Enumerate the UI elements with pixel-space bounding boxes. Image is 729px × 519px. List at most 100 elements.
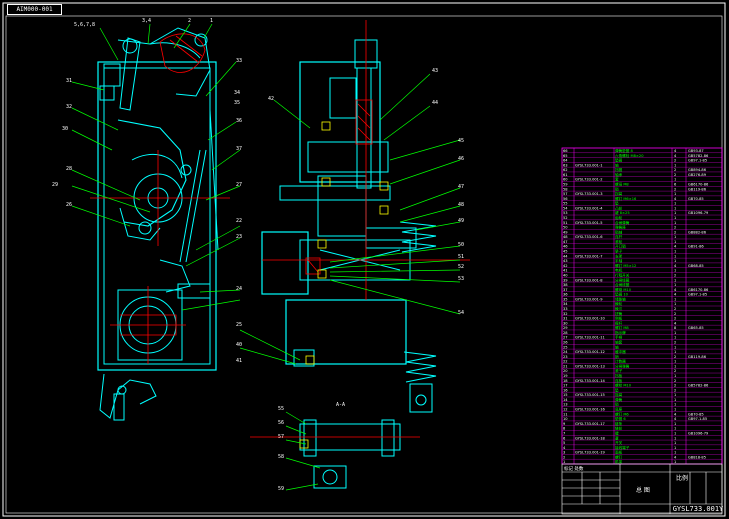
table-cell: 4: [674, 455, 677, 459]
table-cell: 螺栓 M10: [615, 383, 632, 388]
table-cell: 14: [563, 398, 568, 402]
table-cell: 2: [674, 312, 676, 316]
balloon-label: 29: [52, 182, 58, 188]
table-cell: 1: [674, 398, 676, 402]
table-cell: 34: [563, 302, 568, 306]
balloon-label: 58: [278, 454, 284, 460]
table-cell: GYSL733.001-19: [575, 451, 606, 455]
table-cell: 4: [674, 293, 677, 297]
table-cell: 滚轮: [615, 239, 623, 244]
table-cell: 20: [563, 369, 568, 373]
balloon-label: 37: [236, 146, 242, 152]
scale-label: 比例: [676, 474, 688, 482]
table-cell: 31: [563, 317, 568, 321]
side-view-hatch: [250, 20, 470, 438]
table-cell: GYSL733.001-6: [575, 235, 603, 239]
table-cell: GYSL733.001-4: [575, 206, 603, 210]
table-cell: 4: [563, 446, 566, 450]
table-cell: GB818-85: [688, 455, 706, 459]
table-cell: 1: [674, 460, 676, 464]
table-cell: GYSL733.001-14: [575, 379, 606, 383]
table-cell: 2: [674, 355, 676, 359]
table-cell: 1: [674, 350, 676, 354]
table-cell: 9: [563, 422, 566, 426]
table-cell: GB119-86: [688, 355, 707, 359]
table-cell: 66: [563, 149, 568, 153]
table-cell: 7: [563, 431, 565, 435]
table-cell: GB1096-79: [688, 431, 709, 435]
balloon-label: 32: [66, 104, 72, 110]
table-cell: 1: [674, 235, 676, 239]
table-cell: 合闸弹簧: [615, 220, 630, 225]
table-cell: 44: [563, 254, 568, 258]
table-cell: 1: [674, 374, 676, 378]
table-cell: GB65-85: [688, 326, 704, 330]
table-cell: 滚子: [615, 368, 623, 373]
table-cell: 1: [674, 422, 676, 426]
balloon-label: 59: [278, 486, 284, 492]
table-cell: 2: [674, 369, 676, 373]
table-cell: 63: [563, 163, 568, 167]
table-cell: 46: [563, 245, 568, 249]
table-cell: 32: [563, 312, 568, 316]
table-cell: 42: [563, 264, 568, 268]
table-cell: 33: [563, 307, 568, 311]
table-cell: 45: [563, 250, 568, 254]
table-cell: 56: [563, 197, 568, 201]
table-cell: 26: [563, 341, 568, 345]
table-cell: 1: [674, 427, 676, 431]
table-cell: GB97.1-85: [688, 159, 707, 163]
table-cell: 57: [563, 192, 568, 196]
table-cell: 1: [674, 163, 676, 167]
table-cell: 43: [563, 259, 568, 263]
balloon-label: 3,4: [142, 18, 151, 24]
table-cell: 连杆: [615, 234, 623, 239]
table-cell: 47: [563, 240, 568, 244]
table-cell: 15: [563, 393, 568, 397]
balloon-label: 48: [458, 202, 464, 208]
table-cell: 41: [563, 269, 568, 273]
table-cell: 合闸线圈: [615, 282, 630, 287]
left-view-hatch: [90, 33, 230, 364]
table-cell: 1: [674, 336, 676, 340]
table-cell: 垫: [615, 387, 619, 392]
table-cell: 侧板: [615, 316, 623, 321]
table-cell: GYSL733.001-10: [575, 317, 606, 321]
table-cell: 2: [674, 388, 676, 392]
table-cell: GYSL733.001-15: [575, 393, 605, 397]
table-cell: GB70-85: [688, 197, 704, 201]
table-cell: 凸轮: [615, 205, 623, 210]
table-cell: 2: [674, 173, 676, 177]
table-cell: 棘轮: [615, 301, 623, 306]
material-note: 标记 处数: [564, 465, 584, 472]
table-cell: 1: [674, 297, 676, 301]
table-cell: 2: [674, 317, 676, 321]
table-cell: GB97.1-85: [688, 293, 707, 297]
table-cell: 销: [615, 402, 619, 407]
table-cell: GYSL733.001-18: [575, 436, 606, 440]
table-cell: 49: [563, 230, 568, 234]
balloon-label: 26: [66, 202, 72, 208]
table-cell: 1: [563, 460, 565, 464]
table-cell: 51: [563, 221, 568, 225]
table-cell: 1: [674, 408, 676, 412]
table-cell: 螺母 M8: [615, 182, 629, 187]
table-cell: 1: [674, 446, 676, 450]
table-cell: 38: [563, 283, 568, 287]
side-view-bolts: [299, 121, 389, 449]
table-cell: 55: [563, 202, 568, 206]
table-cell: 销: [615, 186, 619, 191]
drawing-number: GYSL733.001Y: [672, 505, 724, 513]
table-cell: 棘爪: [615, 306, 623, 311]
table-cell: 60: [563, 178, 568, 182]
table-cell: 螺钉: [615, 454, 623, 459]
table-cell: 13: [563, 403, 568, 407]
table-cell: 4: [674, 154, 677, 158]
balloon-label: 22: [236, 218, 242, 224]
table-cell: 27: [563, 336, 568, 340]
table-cell: 2: [674, 230, 676, 234]
table-cell: 1: [674, 211, 676, 215]
balloon-label: 34: [234, 90, 240, 96]
table-cell: 23: [563, 355, 568, 359]
table-cell: 58: [563, 187, 568, 191]
